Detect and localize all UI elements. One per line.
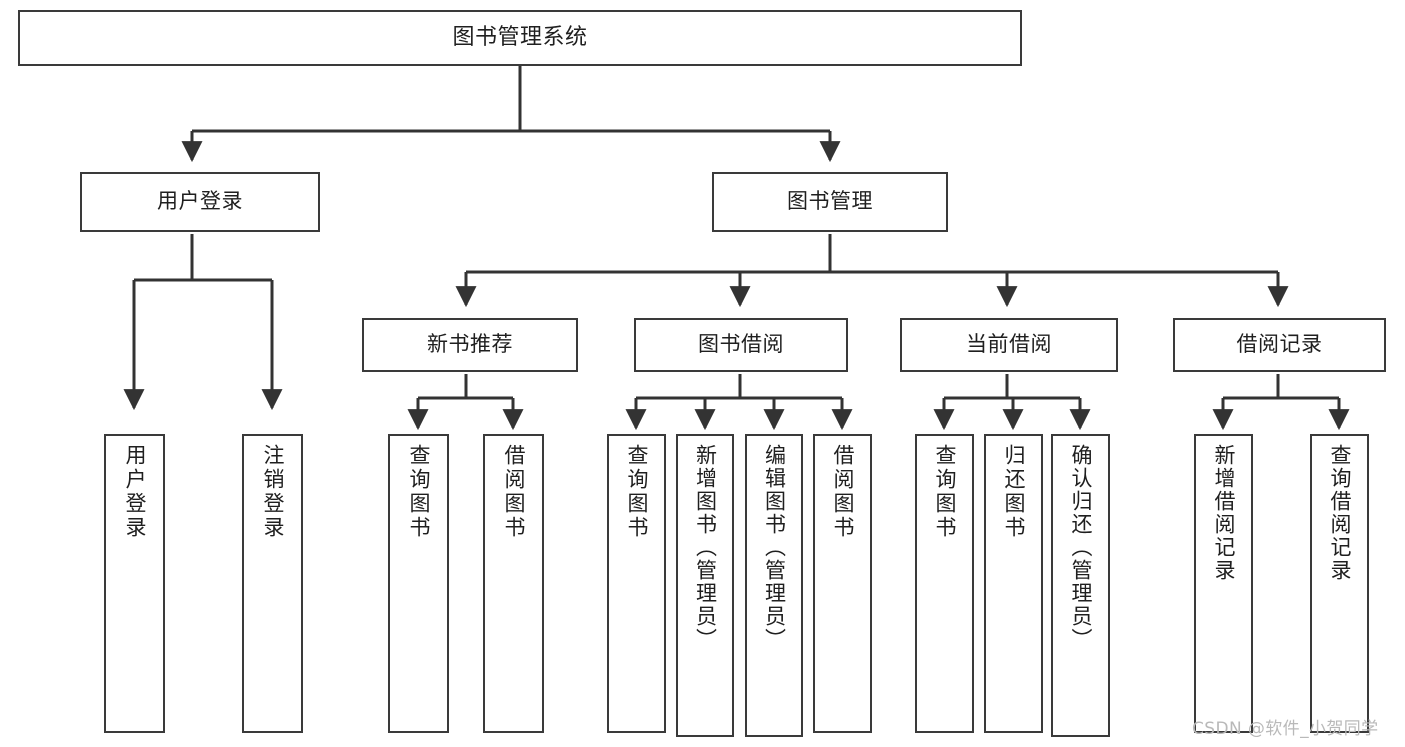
node-leaf-logout[interactable]: 注销登录	[242, 434, 303, 733]
node-borrow-record[interactable]: 借阅记录	[1173, 318, 1386, 372]
node-leaf-borrow-book-1-label: 借阅图书	[502, 444, 526, 540]
node-new-book-rec[interactable]: 新书推荐	[362, 318, 578, 372]
node-leaf-user-login-label: 用户登录	[123, 444, 147, 540]
node-new-book-rec-label: 新书推荐	[427, 332, 513, 357]
node-leaf-query-book-2[interactable]: 查询图书	[607, 434, 666, 733]
node-root[interactable]: 图书管理系统	[18, 10, 1022, 66]
node-leaf-query-book-1[interactable]: 查询图书	[388, 434, 449, 733]
node-current-borrow[interactable]: 当前借阅	[900, 318, 1118, 372]
node-user-login-label: 用户登录	[157, 189, 243, 214]
node-leaf-user-login[interactable]: 用户登录	[104, 434, 165, 733]
node-book-manage[interactable]: 图书管理	[712, 172, 948, 232]
node-leaf-add-record[interactable]: 新增借阅记录	[1194, 434, 1253, 733]
node-leaf-edit-book[interactable]: 编辑图书（管理员）	[745, 434, 803, 737]
node-leaf-return-book-label: 归还图书	[1002, 444, 1026, 540]
node-leaf-confirm-return[interactable]: 确认归还（管理员）	[1051, 434, 1110, 737]
node-leaf-borrow-book-2[interactable]: 借阅图书	[813, 434, 872, 733]
node-leaf-edit-book-label: 编辑图书（管理员）	[762, 444, 787, 651]
node-leaf-confirm-return-label: 确认归还（管理员）	[1069, 444, 1093, 651]
node-leaf-add-book[interactable]: 新增图书（管理员）	[676, 434, 734, 737]
node-root-label: 图书管理系统	[452, 24, 588, 50]
node-leaf-query-book-3-label: 查询图书	[933, 444, 957, 540]
node-leaf-query-book-2-label: 查询图书	[625, 444, 649, 540]
node-leaf-query-record[interactable]: 查询借阅记录	[1310, 434, 1369, 733]
node-leaf-query-record-label: 查询借阅记录	[1328, 444, 1352, 582]
node-book-borrow-label: 图书借阅	[698, 332, 784, 357]
node-current-borrow-label: 当前借阅	[966, 332, 1052, 357]
node-leaf-query-book-1-label: 查询图书	[407, 444, 431, 540]
node-borrow-record-label: 借阅记录	[1236, 332, 1323, 357]
node-leaf-borrow-book-2-label: 借阅图书	[831, 444, 855, 540]
node-leaf-borrow-book-1[interactable]: 借阅图书	[483, 434, 544, 733]
node-leaf-query-book-3[interactable]: 查询图书	[915, 434, 974, 733]
node-leaf-return-book[interactable]: 归还图书	[984, 434, 1043, 733]
csdn-watermark: CSDN @软件_小贺同学	[1192, 719, 1379, 739]
node-leaf-logout-label: 注销登录	[261, 444, 285, 540]
node-leaf-add-book-label: 新增图书（管理员）	[693, 444, 718, 651]
node-user-login[interactable]: 用户登录	[80, 172, 320, 232]
node-leaf-add-record-label: 新增借阅记录	[1212, 444, 1236, 582]
node-book-borrow[interactable]: 图书借阅	[634, 318, 848, 372]
node-book-manage-label: 图书管理	[787, 189, 873, 214]
